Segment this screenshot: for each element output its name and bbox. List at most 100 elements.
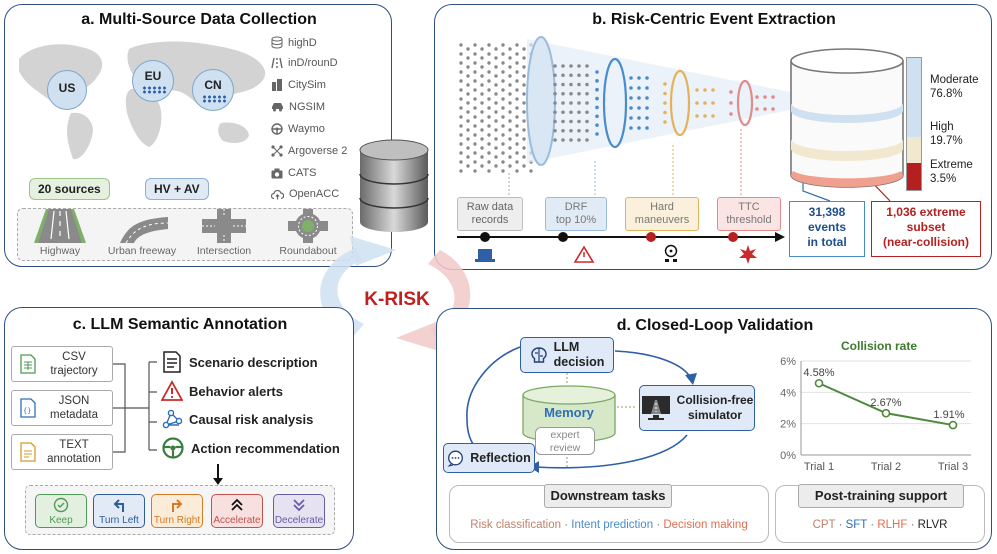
post-rlhf: RLHF [877,519,908,531]
downstream-title: Downstream tasks [544,484,672,508]
y-tick-label: 0% [780,450,796,462]
simulator-node: Collision-free simulator [639,385,755,431]
camera-icon [271,168,283,178]
annotation-connectors [113,361,157,453]
x-tick-label: Trial 2 [871,461,901,473]
post-training-box: Post-training support CPT · SFT · RLHF ·… [775,484,985,543]
reflection-node: Reflection [443,443,535,473]
panel-c-title: c. LLM Semantic Annotation [72,316,288,333]
stage-ttc: TTC threshold [717,197,781,231]
risk-segment-extreme [907,163,921,190]
highway-icon [34,209,86,243]
region-us-label: US [58,81,76,95]
region-us-bubble: US [47,70,87,110]
output-behavior-alerts: Behavior alerts [161,380,283,402]
file-csv: CSV trajectory [11,346,113,382]
action-options-strip: Keep Turn Left Turn Right Accelerate Dec… [25,485,335,535]
action-turn-right: Turn Right [151,494,203,528]
y-tick-label: 4% [780,387,796,399]
check-circle-icon [53,497,69,512]
database-icon [271,36,283,49]
file-json: {} JSON metadata [11,390,113,426]
panel-a-title: a. Multi-Source Data Collection [81,11,317,28]
downstream-tasks-box: Downstream tasks Risk classification · I… [449,484,769,543]
risk-segment-high [907,136,921,164]
document-icon [163,351,181,373]
scenario-intersection-label: Intersection [196,245,252,257]
memory-label: Memory [544,405,594,420]
panel-multi-source-data: a. Multi-Source Data Collection US EU CN… [4,4,392,267]
risk-moderate-label: Moderate 76.8% [930,74,979,100]
task-decision-making: Decision making [663,519,748,531]
brain-icon [530,347,547,363]
down-arrow-icon [217,464,219,480]
scenario-urban-freeway-label: Urban freeway [107,245,177,257]
svg-text:{}: {} [23,407,31,415]
total-events-box: 31,398 events in total [789,201,865,257]
collision-rate-title: Collision rate [841,339,918,353]
region-eu-label: EU [144,69,162,83]
network-icon [271,145,283,157]
chevrons-down-icon [293,498,305,511]
chat-bubble-icon [447,450,464,467]
road-icon [271,57,283,69]
json-file-icon: {} [20,398,36,418]
region-cn-bubble: CN [192,69,234,111]
down-arrow-head [213,478,223,485]
scenario-highway: Highway [20,209,100,261]
source-ngsim: NGSIM [271,101,325,113]
region-eu-bubble: EU [132,60,174,102]
data-point [948,420,958,430]
turn-right-icon [172,498,183,512]
panel-event-extraction: b. Risk-Centric Event Extraction [434,4,992,270]
action-decelerate: Decelerate [273,494,325,528]
y-tick-label: 2% [780,419,796,431]
task-risk-classification: Risk classification [470,519,562,531]
scenario-strip: Highway Urban freeway Intersection Round… [17,208,353,261]
funnel-pipeline-graphic [457,36,891,264]
data-point [814,378,824,388]
region-cn-label: CN [204,78,222,92]
expert-review-box: expert review [535,427,595,455]
source-waymo: Waymo [271,123,325,135]
sources-count-tag: 20 sources [29,178,110,200]
stage-hard-maneuvers: Hard maneuvers [625,197,699,231]
collision-rate-chart: 0%2%4%6%4.58%Trial 12.67%Trial 21.91%Tri… [780,356,971,473]
source-citysim: CitySim [271,79,326,91]
data-label: 4.58% [803,367,834,379]
stage-raw-data: Raw data records [457,197,523,231]
chevrons-up-icon [231,498,243,511]
output-causal-risk: Causal risk analysis [161,408,313,430]
data-point [881,408,891,418]
data-label: 2.67% [870,397,901,409]
output-action-recommendation: Action recommendation [161,436,340,460]
downstream-items: Risk classification · Intent prediction … [470,519,748,531]
database-stack-icon [359,139,429,232]
building-icon [272,79,282,91]
steering-wheel-icon [162,437,184,459]
vehicle-type-tag: HV + AV [145,178,209,200]
risk-segment-moderate [907,58,921,137]
scenario-highway-label: Highway [39,245,81,257]
source-cats: CATS [271,167,317,179]
scenario-roundabout: Roundabout [268,209,348,261]
steering-wheel-icon [271,123,283,135]
action-turn-left: Turn Left [93,494,145,528]
source-openacc: OpenACC [271,188,339,200]
post-cpt: CPT [812,519,836,531]
cloud-upload-icon [271,189,284,199]
panel-closed-loop: d. Closed-Loop Validation LLM decision M… [436,308,992,550]
x-tick-label: Trial 3 [938,461,968,473]
scenario-roundabout-label: Roundabout [279,245,337,257]
extreme-subset-box: 1,036 extreme subset (near-collision) [871,201,981,257]
llm-decision-node: LLM decision [520,337,614,373]
risk-high-label: High 19.7% [930,121,963,147]
graph-nodes-icon [162,409,183,429]
output-scenario-description: Scenario description [161,350,318,374]
post-rlvr: RLVR [917,519,948,531]
panel-b-title: b. Risk-Centric Event Extraction [592,11,836,28]
x-tick-label: Trial 1 [804,461,834,473]
text-file-icon [20,442,36,462]
k-risk-label: K-RISK [364,289,430,310]
roundabout-icon [288,209,328,243]
